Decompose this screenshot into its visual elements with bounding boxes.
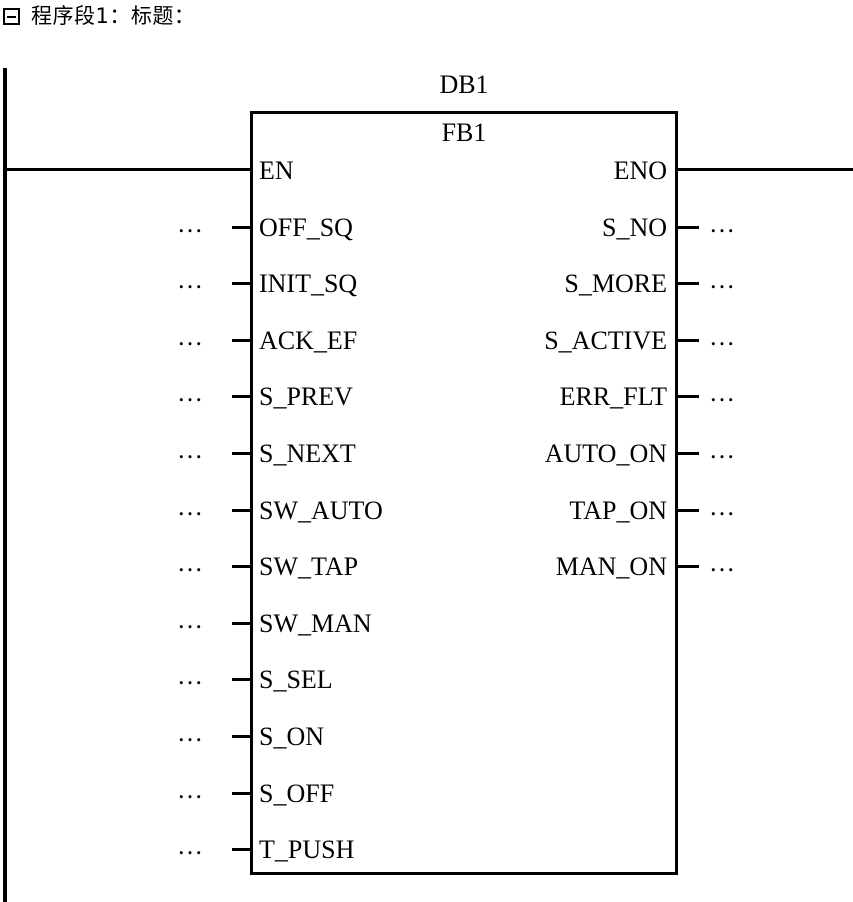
pin-label-auto_on[interactable]: AUTO_ON xyxy=(544,439,667,468)
pin-unconnected-marker-sw_tap[interactable]: … xyxy=(177,548,205,578)
pin-stub-s_no[interactable] xyxy=(678,225,699,229)
pin-label-s_no[interactable]: S_NO xyxy=(601,212,667,242)
pin-unconnected-marker-s_prev[interactable]: … xyxy=(177,378,205,408)
pin-unconnected-marker-init_sq[interactable]: … xyxy=(177,265,205,295)
pin-unconnected-marker-err_flt[interactable]: … xyxy=(709,378,737,408)
pin-label-s_active[interactable]: S_ACTIVE xyxy=(544,325,667,355)
pin-stub-sw_auto[interactable] xyxy=(232,508,253,512)
network-header: 程序段1：标题： xyxy=(0,0,853,46)
network-title: 程序段1：标题： xyxy=(31,4,196,28)
pin-unconnected-marker-s_sel[interactable]: … xyxy=(177,661,205,691)
pin-unconnected-marker-ack_ef[interactable]: … xyxy=(177,321,205,351)
pin-unconnected-marker-s_more[interactable]: … xyxy=(709,265,737,295)
pin-unconnected-marker-t_push[interactable]: … xyxy=(177,831,205,861)
pin-label-off_sq[interactable]: OFF_SQ xyxy=(259,212,353,242)
pin-label-s_on[interactable]: S_ON xyxy=(259,722,325,751)
pin-label-sw_tap[interactable]: SW_TAP xyxy=(259,552,359,582)
pin-label-eno[interactable]: ENO xyxy=(613,156,667,185)
pin-unconnected-marker-sw_auto[interactable]: … xyxy=(177,491,205,521)
pin-stub-s_next[interactable] xyxy=(232,452,253,455)
collapse-minus-box-icon[interactable] xyxy=(3,8,20,25)
pin-stub-tap_on[interactable] xyxy=(678,508,699,512)
pin-label-sw_man[interactable]: SW_MAN xyxy=(259,608,372,638)
pin-stub-s_off[interactable] xyxy=(232,791,253,795)
pin-stub-init_sq[interactable] xyxy=(232,282,253,286)
pin-label-err_flt[interactable]: ERR_FLT xyxy=(559,382,667,412)
pin-stub-man_on[interactable] xyxy=(678,565,699,569)
pin-label-sw_auto[interactable]: SW_AUTO xyxy=(259,495,383,525)
pin-label-s_more[interactable]: S_MORE xyxy=(564,269,667,299)
pin-stub-s_prev[interactable] xyxy=(232,395,253,399)
pin-unconnected-marker-s_next[interactable]: … xyxy=(177,435,205,464)
pin-stub-s_on[interactable] xyxy=(232,735,253,738)
pin-unconnected-marker-auto_on[interactable]: … xyxy=(709,435,737,464)
pin-stub-sw_man[interactable] xyxy=(232,621,253,625)
pin-stub-err_flt[interactable] xyxy=(678,395,699,399)
pin-label-s_sel[interactable]: S_SEL xyxy=(259,665,333,695)
pin-stub-s_more[interactable] xyxy=(678,282,699,286)
minus-glyph xyxy=(7,16,16,18)
pin-label-s_off[interactable]: S_OFF xyxy=(259,778,335,808)
pin-unconnected-marker-s_on[interactable]: … xyxy=(177,718,205,747)
block-type-label[interactable]: FB1 xyxy=(441,118,487,147)
pin-unconnected-marker-s_active[interactable]: … xyxy=(709,321,737,351)
eno-rung-wire[interactable] xyxy=(677,168,853,171)
pin-label-en[interactable]: EN xyxy=(259,156,294,185)
pin-unconnected-marker-s_no[interactable]: … xyxy=(709,208,737,238)
pin-unconnected-marker-sw_man[interactable]: … xyxy=(177,604,205,634)
pin-stub-t_push[interactable] xyxy=(232,848,253,852)
pin-unconnected-marker-tap_on[interactable]: … xyxy=(709,491,737,521)
pin-unconnected-marker-man_on[interactable]: … xyxy=(709,548,737,578)
pin-label-t_push[interactable]: T_PUSH xyxy=(259,835,355,865)
instance-db-label[interactable]: DB1 xyxy=(439,70,489,99)
pin-unconnected-marker-s_off[interactable]: … xyxy=(177,774,205,804)
pin-stub-off_sq[interactable] xyxy=(232,225,253,229)
pin-label-s_next[interactable]: S_NEXT xyxy=(259,439,356,468)
pin-stub-auto_on[interactable] xyxy=(678,452,699,455)
pin-stub-s_active[interactable] xyxy=(678,338,699,342)
pin-label-init_sq[interactable]: INIT_SQ xyxy=(259,269,358,299)
power-rail xyxy=(3,68,7,902)
pin-label-ack_ef[interactable]: ACK_EF xyxy=(259,325,358,355)
pin-label-s_prev[interactable]: S_PREV xyxy=(259,382,353,412)
pin-stub-ack_ef[interactable] xyxy=(232,338,253,342)
function-block-body[interactable] xyxy=(250,111,678,875)
pin-unconnected-marker-off_sq[interactable]: … xyxy=(177,208,205,238)
en-rung-wire[interactable] xyxy=(3,168,252,171)
pin-stub-sw_tap[interactable] xyxy=(232,565,253,569)
pin-stub-s_sel[interactable] xyxy=(232,678,253,682)
pin-label-tap_on[interactable]: TAP_ON xyxy=(569,495,667,525)
pin-label-man_on[interactable]: MAN_ON xyxy=(555,552,667,582)
